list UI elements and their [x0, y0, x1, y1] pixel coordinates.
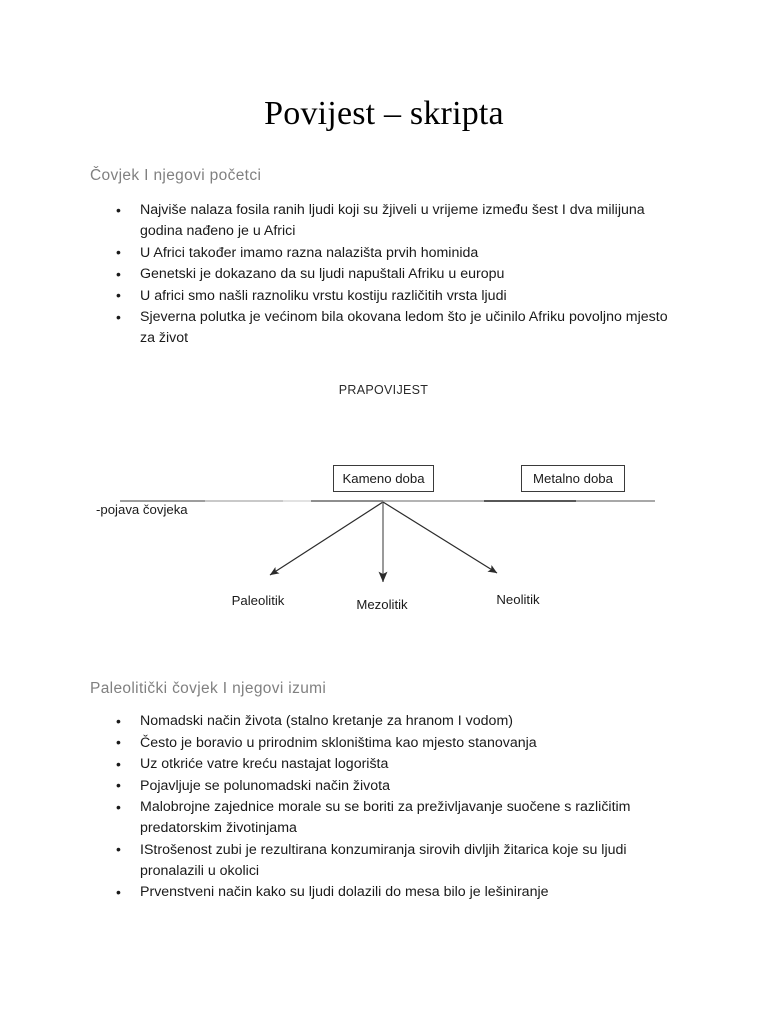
bullet-list-paleoliticki-covjek: Nomadski način života (stalno kretanje z… — [112, 711, 684, 904]
arrow-neolitik — [382, 501, 498, 574]
list-item: Često je boravio u prirodnim skloništima… — [112, 732, 684, 754]
arrow-paleolitik — [269, 501, 384, 576]
bullet-list-covjek: Najviše nalaza fosila ranih ljudi koji s… — [112, 200, 684, 350]
list-item: IStrošenost zubi je rezultirana konzumir… — [112, 839, 684, 882]
diagram-lines — [120, 499, 655, 583]
diagram-arrows — [269, 501, 498, 583]
timeline-note-pojava-covjeka: -pojava čovjeka — [96, 502, 188, 517]
period-label-neolitik: Neolitik — [496, 592, 540, 607]
diagram-title: PRAPOVIJEST — [0, 383, 768, 397]
section-heading-paleoliticki-covjek: Paleolitički čovjek I njegovi izumi — [90, 680, 327, 697]
list-item: Nomadski način života (stalno kretanje z… — [112, 711, 684, 732]
list-item: U Africi također imamo razna nalazišta p… — [112, 242, 684, 264]
page-title: Povijest – skripta — [264, 95, 504, 132]
period-label-mezolitik: Mezolitik — [356, 597, 408, 612]
section-heading-covjek: Čovjek I njegovi početci — [90, 167, 262, 184]
list-item: Malobrojne zajednice morale su se boriti… — [112, 797, 684, 839]
list-item: Najviše nalaza fosila ranih ljudi koji s… — [112, 200, 684, 242]
list-item: Sjeverna polutka je većinom bila okovana… — [112, 307, 684, 349]
list-item: Pojavljuje se polunomadski način života — [112, 775, 684, 797]
list-item: Genetski je dokazano da su ljudi napušta… — [112, 264, 684, 285]
era-box-kameno-doba: Kameno doba — [333, 465, 434, 492]
period-label-paleolitik: Paleolitik — [231, 593, 285, 608]
list-item: U africi smo našli raznoliku vrstu kosti… — [112, 285, 684, 307]
list-item: Uz otkriće vatre kreću nastajat logorišt… — [112, 754, 684, 775]
prapovijest-diagram: PRAPOVIJEST — [0, 370, 768, 630]
list-item: Prvenstveni način kako su ljudi dolazili… — [112, 882, 684, 903]
diagram-title-text: PRAPOVIJEST — [338, 383, 429, 397]
era-box-metalno-doba: Metalno doba — [521, 465, 625, 492]
